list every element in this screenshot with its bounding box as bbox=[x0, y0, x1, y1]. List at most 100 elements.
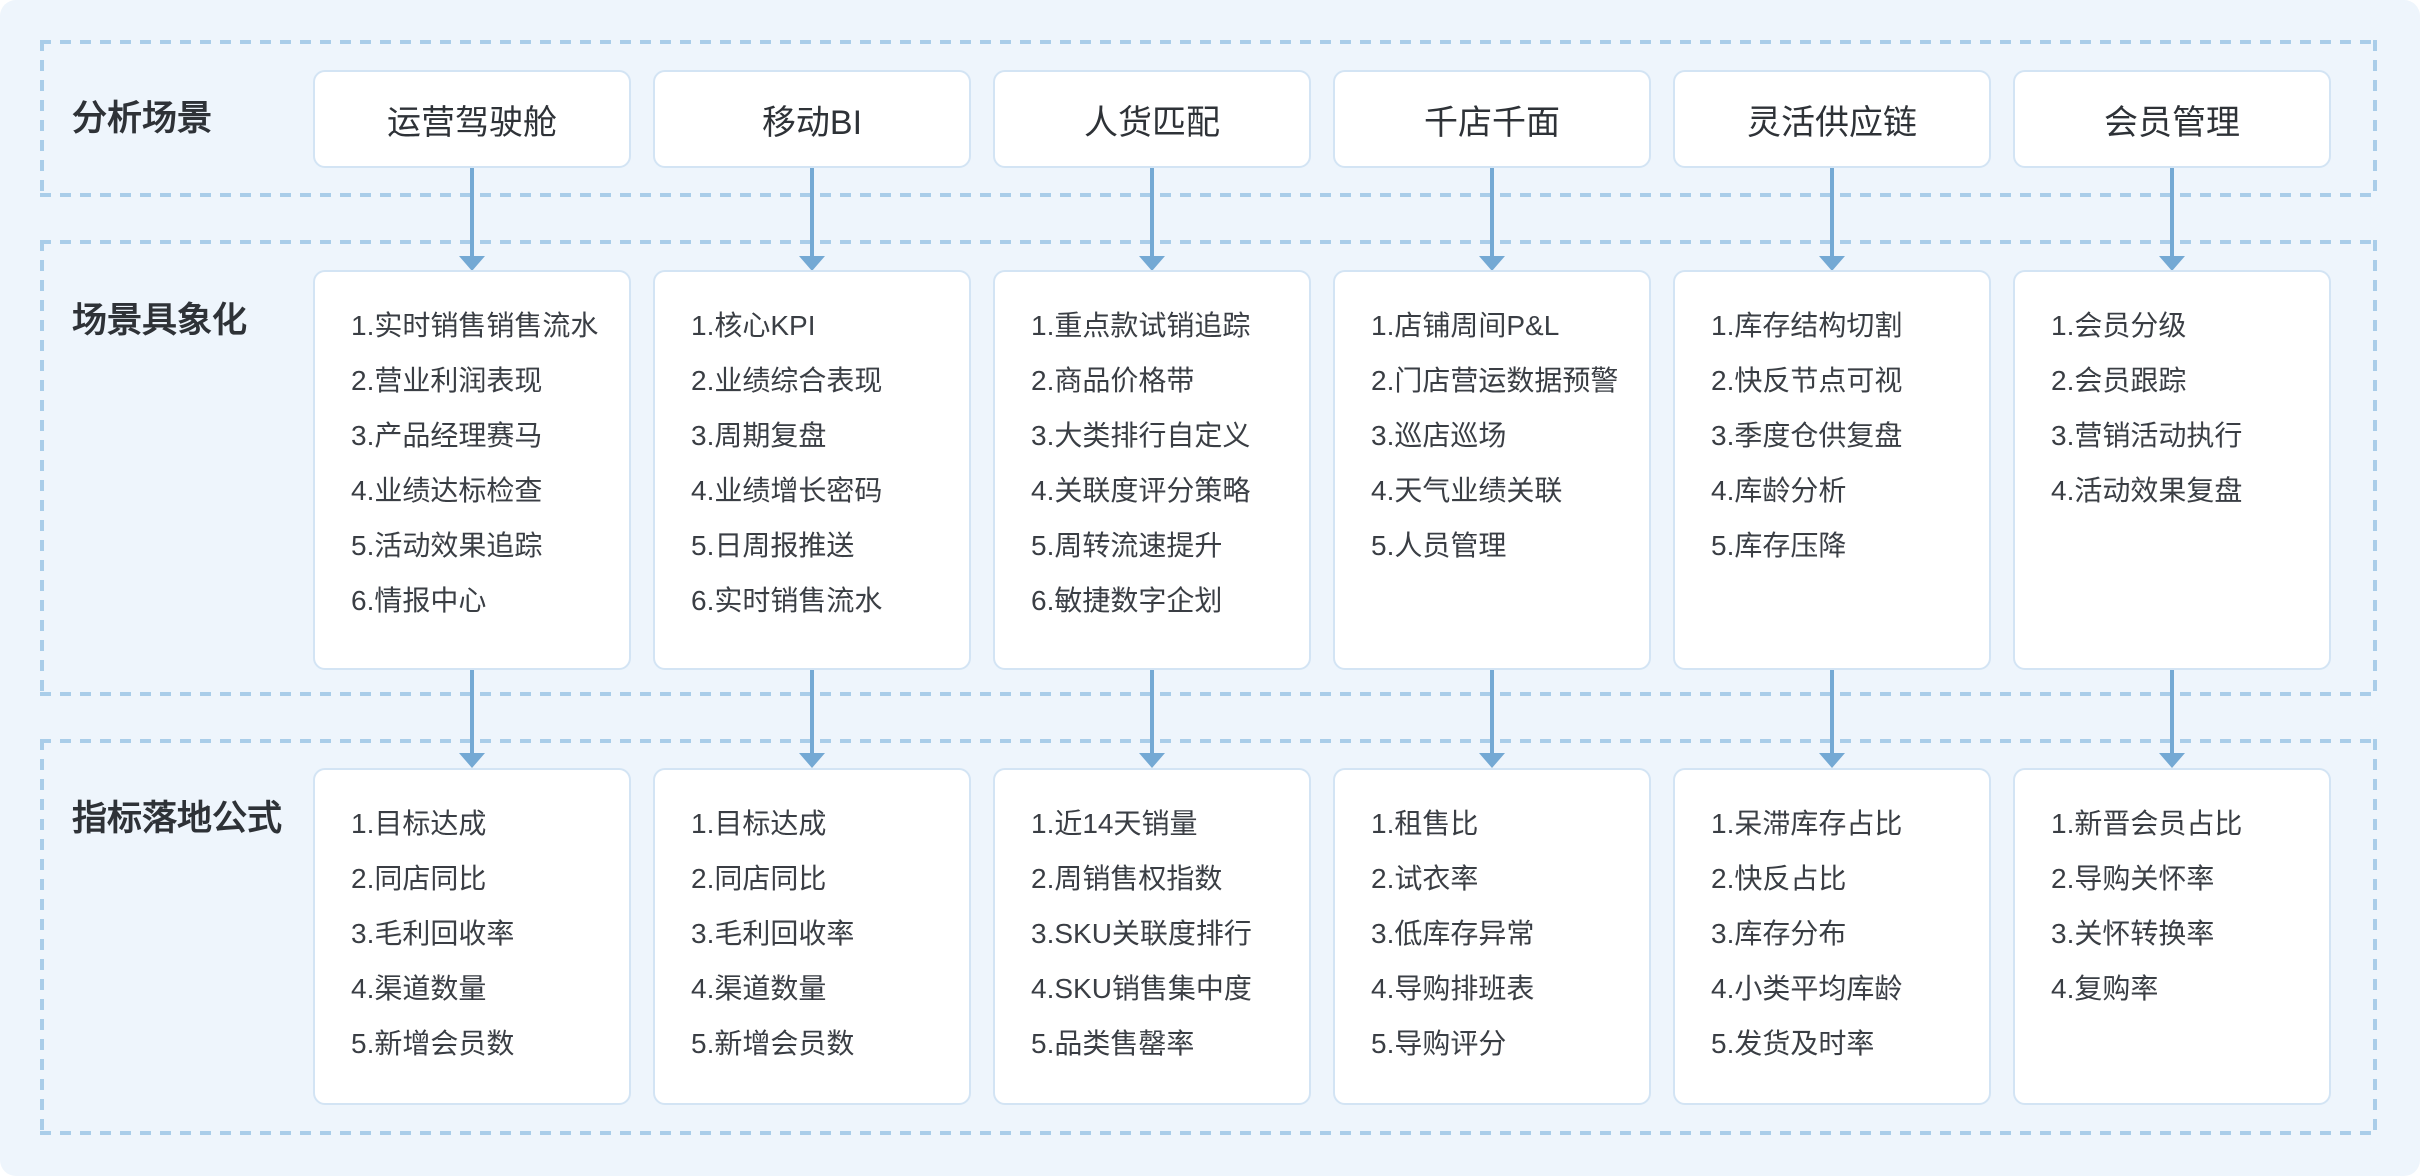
concrete-box: 1.核心KPI 2.业绩综合表现 3.周期复盘 4.业绩增长密码 5.日周报推送… bbox=[653, 270, 971, 670]
concrete-box: 1.会员分级 2.会员跟踪 3.营销活动执行 4.活动效果复盘 bbox=[2013, 270, 2331, 670]
concrete-box: 1.实时销售销售流水 2.营业利润表现 3.产品经理赛马 4.业绩达标检查 5.… bbox=[313, 270, 631, 670]
list-item: 5.周转流速提升 bbox=[1031, 529, 1223, 561]
scenario-title: 运营驾驶舱 bbox=[387, 103, 557, 142]
metrics-list: 1.近14天销量 2.周销售权指数 3.SKU关联度排行 4.SKU销售集中度 … bbox=[995, 770, 1309, 1069]
concrete-list: 1.会员分级 2.会员跟踪 3.营销活动执行 4.活动效果复盘 bbox=[2015, 272, 2329, 516]
flow-arrow-down-icon bbox=[470, 168, 474, 256]
list-item: 4.业绩增长密码 bbox=[691, 474, 883, 506]
concrete-list: 1.店铺周间P&L 2.门店营运数据预警 3.巡店巡场 4.天气业绩关联 5.人… bbox=[1335, 272, 1649, 571]
concrete-list: 1.重点款试销追踪 2.商品价格带 3.大类排行自定义 4.关联度评分策略 5.… bbox=[995, 272, 1309, 626]
concrete-list: 1.核心KPI 2.业绩综合表现 3.周期复盘 4.业绩增长密码 5.日周报推送… bbox=[655, 272, 969, 626]
flow-arrow-down-icon bbox=[2170, 168, 2174, 256]
concrete-box: 1.店铺周间P&L 2.门店营运数据预警 3.巡店巡场 4.天气业绩关联 5.人… bbox=[1333, 270, 1651, 670]
list-item: 4.渠道数量 bbox=[351, 972, 487, 1004]
scenario-box: 人货匹配 bbox=[993, 70, 1311, 168]
scenario-title: 移动BI bbox=[761, 103, 863, 142]
list-item: 4.导购排班表 bbox=[1371, 972, 1535, 1004]
list-item: 1.库存结构切割 bbox=[1711, 309, 1903, 341]
metrics-box: 1.目标达成 2.同店同比 3.毛利回收率 4.渠道数量 5.新增会员数 bbox=[313, 768, 631, 1105]
list-item: 3.营销活动执行 bbox=[2051, 419, 2243, 451]
list-item: 3.毛利回收率 bbox=[691, 917, 855, 949]
list-item: 3.周期复盘 bbox=[691, 419, 827, 451]
list-item: 5.新增会员数 bbox=[691, 1027, 855, 1059]
metrics-list: 1.目标达成 2.同店同比 3.毛利回收率 4.渠道数量 5.新增会员数 bbox=[655, 770, 969, 1069]
concrete-box: 1.重点款试销追踪 2.商品价格带 3.大类排行自定义 4.关联度评分策略 5.… bbox=[993, 270, 1311, 670]
list-item: 5.导购评分 bbox=[1371, 1027, 1507, 1059]
list-item: 4.小类平均库龄 bbox=[1711, 972, 1903, 1004]
list-item: 2.快反节点可视 bbox=[1711, 364, 1903, 396]
metrics-box: 1.近14天销量 2.周销售权指数 3.SKU关联度排行 4.SKU销售集中度 … bbox=[993, 768, 1311, 1105]
scenario-box: 运营驾驶舱 bbox=[313, 70, 631, 168]
list-item: 3.关怀转换率 bbox=[2051, 917, 2215, 949]
flow-arrow-down-icon bbox=[2170, 670, 2174, 753]
metrics-list: 1.呆滞库存占比 2.快反占比 3.库存分布 4.小类平均库龄 5.发货及时率 bbox=[1675, 770, 1989, 1069]
list-item: 1.目标达成 bbox=[351, 807, 487, 839]
list-item: 2.周销售权指数 bbox=[1031, 862, 1223, 894]
list-item: 5.新增会员数 bbox=[351, 1027, 515, 1059]
flow-arrow-down-icon bbox=[1150, 168, 1154, 256]
list-item: 2.导购关怀率 bbox=[2051, 862, 2215, 894]
list-item: 3.季度仓供复盘 bbox=[1711, 419, 1903, 451]
list-item: 4.渠道数量 bbox=[691, 972, 827, 1004]
flow-arrow-down-icon bbox=[1490, 670, 1494, 753]
flow-arrow-down-icon bbox=[810, 168, 814, 256]
metrics-box: 1.租售比 2.试衣率 3.低库存异常 4.导购排班表 5.导购评分 bbox=[1333, 768, 1651, 1105]
list-item: 3.产品经理赛马 bbox=[351, 419, 543, 451]
list-item: 2.会员跟踪 bbox=[2051, 364, 2187, 396]
list-item: 1.核心KPI bbox=[691, 309, 816, 341]
flow-arrow-down-icon bbox=[470, 670, 474, 753]
scenario-title: 会员管理 bbox=[2104, 103, 2240, 142]
list-item: 5.发货及时率 bbox=[1711, 1027, 1875, 1059]
list-item: 2.快反占比 bbox=[1711, 862, 1847, 894]
list-item: 3.库存分布 bbox=[1711, 917, 1847, 949]
scenario-box: 移动BI bbox=[653, 70, 971, 168]
scenario-box: 会员管理 bbox=[2013, 70, 2331, 168]
list-item: 1.会员分级 bbox=[2051, 309, 2187, 341]
list-item: 3.巡店巡场 bbox=[1371, 419, 1507, 451]
list-item: 2.同店同比 bbox=[691, 862, 827, 894]
list-item: 3.毛利回收率 bbox=[351, 917, 515, 949]
scenario-box: 灵活供应链 bbox=[1673, 70, 1991, 168]
list-item: 2.同店同比 bbox=[351, 862, 487, 894]
concrete-box: 1.库存结构切割 2.快反节点可视 3.季度仓供复盘 4.库龄分析 5.库存压降 bbox=[1673, 270, 1991, 670]
list-item: 1.实时销售销售流水 bbox=[351, 309, 599, 341]
list-item: 5.品类售罄率 bbox=[1031, 1027, 1195, 1059]
list-item: 5.人员管理 bbox=[1371, 529, 1507, 561]
scenario-box: 千店千面 bbox=[1333, 70, 1651, 168]
list-item: 2.业绩综合表现 bbox=[691, 364, 883, 396]
list-item: 6.实时销售流水 bbox=[691, 584, 883, 616]
list-item: 6.情报中心 bbox=[351, 584, 487, 616]
list-item: 4.复购率 bbox=[2051, 972, 2159, 1004]
list-item: 3.大类排行自定义 bbox=[1031, 419, 1251, 451]
scenario-title: 人货匹配 bbox=[1084, 103, 1220, 142]
list-item: 1.呆滞库存占比 bbox=[1711, 807, 1903, 839]
list-item: 1.目标达成 bbox=[691, 807, 827, 839]
concrete-list: 1.库存结构切割 2.快反节点可视 3.季度仓供复盘 4.库龄分析 5.库存压降 bbox=[1675, 272, 1989, 571]
list-item: 3.SKU关联度排行 bbox=[1031, 917, 1252, 949]
flow-arrow-down-icon bbox=[1490, 168, 1494, 256]
metrics-list: 1.目标达成 2.同店同比 3.毛利回收率 4.渠道数量 5.新增会员数 bbox=[315, 770, 629, 1069]
list-item: 6.敏捷数字企划 bbox=[1031, 584, 1223, 616]
list-item: 2.商品价格带 bbox=[1031, 364, 1195, 396]
flow-arrow-down-icon bbox=[1830, 670, 1834, 753]
list-item: 5.日周报推送 bbox=[691, 529, 855, 561]
list-item: 4.业绩达标检查 bbox=[351, 474, 543, 506]
concrete-list: 1.实时销售销售流水 2.营业利润表现 3.产品经理赛马 4.业绩达标检查 5.… bbox=[315, 272, 629, 626]
metrics-box: 1.新晋会员占比 2.导购关怀率 3.关怀转换率 4.复购率 bbox=[2013, 768, 2331, 1105]
metrics-list: 1.租售比 2.试衣率 3.低库存异常 4.导购排班表 5.导购评分 bbox=[1335, 770, 1649, 1069]
scenario-title: 灵活供应链 bbox=[1747, 103, 1917, 142]
list-item: 1.租售比 bbox=[1371, 807, 1479, 839]
list-item: 4.库龄分析 bbox=[1711, 474, 1847, 506]
list-item: 2.营业利润表现 bbox=[351, 364, 543, 396]
list-item: 2.门店营运数据预警 bbox=[1371, 364, 1619, 396]
row-label-metrics: 指标落地公式 bbox=[72, 799, 283, 838]
list-item: 4.天气业绩关联 bbox=[1371, 474, 1563, 506]
list-item: 5.库存压降 bbox=[1711, 529, 1847, 561]
flow-arrow-down-icon bbox=[810, 670, 814, 753]
scenario-title: 千店千面 bbox=[1424, 103, 1560, 142]
list-item: 1.新晋会员占比 bbox=[2051, 807, 2243, 839]
flow-arrow-down-icon bbox=[1150, 670, 1154, 753]
row-label-scenarios: 分析场景 bbox=[72, 99, 213, 138]
list-item: 4.SKU销售集中度 bbox=[1031, 972, 1252, 1004]
